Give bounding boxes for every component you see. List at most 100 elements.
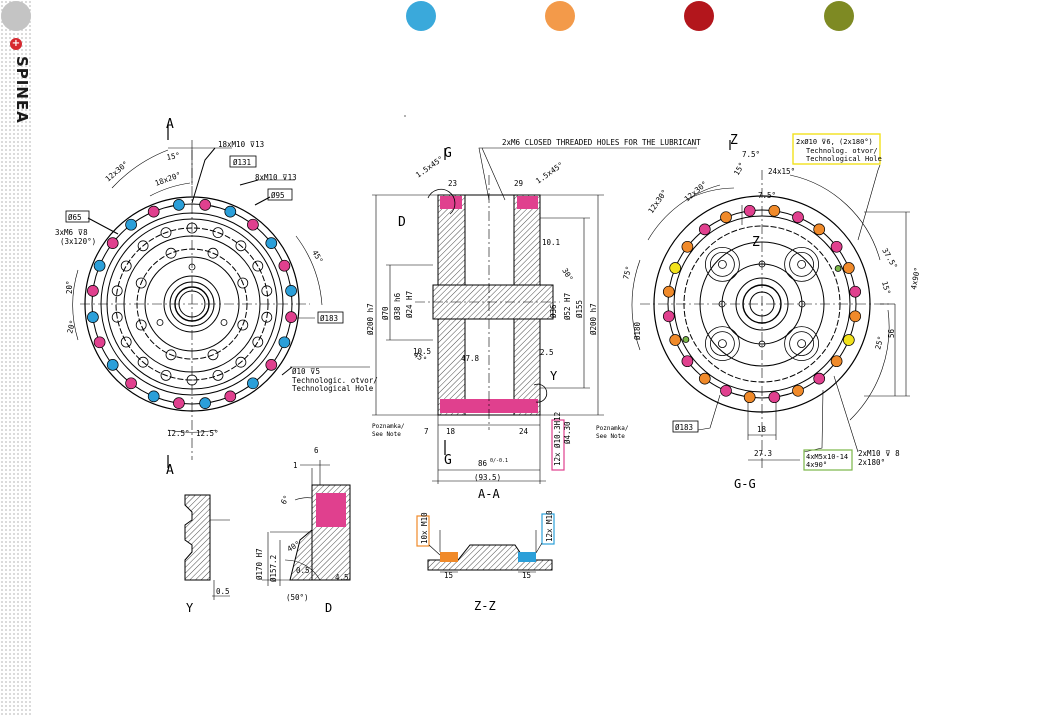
section-title: G-G (734, 477, 756, 491)
dim-label: 1.5x45° (414, 154, 445, 180)
pocket-center-icon (718, 339, 727, 349)
highlight-bar (517, 196, 538, 209)
dim-label: 12x30° (683, 179, 710, 203)
dim-label: Ø180 (633, 321, 642, 340)
dim-label: 1 (293, 461, 298, 470)
magenta-hole-icon (265, 359, 278, 371)
orange-hole-icon (792, 384, 804, 397)
pocket-center-icon (718, 259, 727, 269)
section-view-a-a (372, 147, 697, 484)
color-tab-gray[interactable] (1, 1, 31, 31)
magenta-hole-icon (247, 218, 259, 231)
dim-label: Ø10 ⊽5 (292, 367, 320, 376)
blue-hole-icon (247, 377, 259, 390)
m5-callout-frame (803, 449, 853, 471)
dim-label: 75° (621, 265, 633, 280)
section-letter: G (444, 453, 452, 468)
dim-label: Ø170 H7 (255, 548, 264, 580)
spinea-cross-logo-icon: + (10, 38, 22, 50)
detail-d-view (262, 460, 351, 586)
dim-label: 15° (732, 161, 747, 177)
dim-label: 0.5 (216, 587, 230, 596)
color-tab-orange[interactable] (545, 1, 575, 31)
bolt-hole-icon (235, 240, 247, 252)
dim-label: Technologic. otvor/ (292, 376, 378, 385)
pocket-center-icon (797, 339, 806, 349)
dim-label: 8xM10 ⊽13 (255, 173, 297, 182)
orange-hole-icon (662, 285, 675, 298)
bolt-hole-icon (237, 319, 249, 331)
dim-label: 47.8 (461, 354, 480, 363)
dim-label: 18 (446, 427, 456, 436)
dim-label: 15 (522, 571, 531, 580)
dim-label: 86 (478, 459, 488, 468)
magenta-hole-icon (285, 311, 297, 323)
green-hole-icon (682, 336, 690, 343)
dim-label: Ø36 (549, 304, 558, 318)
m5-hole-icon (758, 260, 766, 268)
highlight-frame (541, 513, 555, 545)
dim-label: 12x30° (104, 159, 131, 183)
pocket-center-icon (797, 259, 806, 269)
bolt-hole-icon (111, 285, 123, 297)
dim-label: Ø183 (675, 423, 693, 432)
bolt-hole-icon (207, 349, 219, 361)
magenta-hole-icon (768, 391, 781, 404)
m5-hole-icon (798, 300, 806, 308)
color-tab-blue[interactable] (406, 1, 436, 31)
orange-hole-icon (813, 223, 826, 236)
blue-hole-icon (224, 205, 237, 218)
yellow-hole-icon (842, 334, 855, 346)
thread-hole-icon (220, 319, 228, 326)
section-view-z-z (416, 513, 555, 573)
magenta-hole-icon (662, 310, 675, 323)
dim-frame (65, 210, 90, 223)
note-label: Poznamka/ (372, 423, 405, 430)
thread-hole-icon (156, 319, 164, 326)
bolt-hole-icon (186, 374, 198, 386)
dim-label: 27.3 (754, 449, 772, 458)
section-view-g-g (631, 133, 910, 471)
pocket-icon (705, 246, 740, 282)
dim-label: 1.5x45° (534, 160, 565, 186)
bolt-hole-icon (212, 369, 224, 381)
section-title: Z-Z (474, 599, 496, 613)
dim-label: Ø38 h6 (393, 292, 402, 320)
section-letter: Z (752, 235, 760, 250)
callout-text: 4xM5x10-14 (806, 453, 848, 461)
dim-label: 45° (310, 249, 325, 265)
dim-label: 15 (444, 571, 453, 580)
dim-label: 2.5 (540, 348, 554, 357)
section-letter: G (444, 146, 452, 161)
bolt-hole-icon (207, 247, 219, 259)
note-label: See Note (596, 433, 625, 440)
dim-label: Ø65 (68, 213, 82, 222)
dim-label: 30° (560, 267, 575, 283)
dim-label: 20° (65, 319, 77, 334)
brand-name: SPINEA (13, 56, 31, 124)
dim-label: 12.5° (167, 429, 190, 438)
dim-label: Ø183 (320, 314, 338, 323)
left-sidebar: + SPINEA (0, 0, 33, 716)
orange-hole-icon (669, 334, 682, 346)
pocket-icon (789, 331, 814, 357)
bolt-hole-icon (135, 277, 147, 289)
section-title: A-A (478, 487, 500, 501)
dim-label: (3x120°) (60, 237, 96, 246)
bolt-hole-icon (252, 336, 264, 348)
color-tab-red[interactable] (684, 1, 714, 31)
dim-label: 25° (873, 335, 885, 350)
g-g-hole-pattern (662, 204, 862, 404)
dim-label: 10.5 (413, 347, 431, 356)
magenta-hole-icon (698, 223, 711, 236)
bearing-pockets (682, 246, 842, 362)
blue-hole-icon (147, 390, 160, 403)
callout-text: Technolog. otvor/ (806, 147, 878, 155)
bolt-hole-icon (135, 319, 147, 331)
dim-label: (93.5) (474, 473, 501, 482)
detail-title: Y (186, 601, 194, 615)
bolt-hole-icon (165, 349, 177, 361)
color-tab-olive[interactable] (824, 1, 854, 31)
orange-hole-icon (743, 391, 756, 404)
